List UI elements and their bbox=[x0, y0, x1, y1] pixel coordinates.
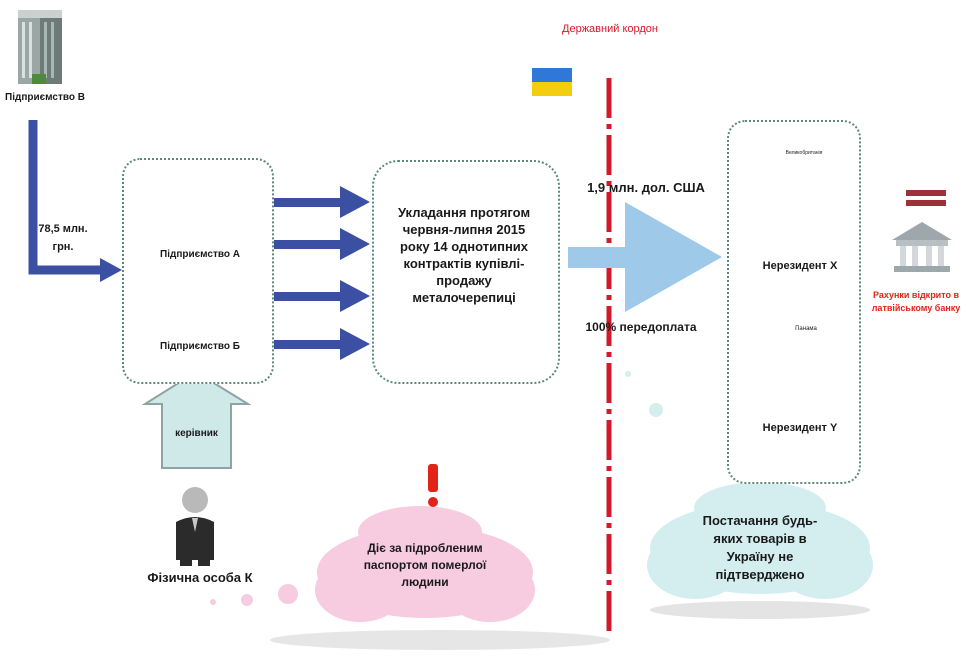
building-icon-b bbox=[18, 10, 62, 84]
enterprise-a-label: Підприємство А bbox=[160, 249, 240, 260]
contract-arrowhead-2 bbox=[340, 228, 370, 260]
nonresident-x-label: Нерезидент Х bbox=[762, 260, 838, 272]
contract-arrowhead-3 bbox=[340, 280, 370, 312]
nonresident-y-label: Нерезидент Y bbox=[762, 422, 838, 434]
nonresidents-box bbox=[727, 120, 861, 484]
manager-arrow bbox=[141, 370, 252, 469]
contract-arrow-4 bbox=[272, 340, 342, 349]
ground-shadow-right bbox=[650, 601, 870, 619]
blue-cloud bbox=[625, 371, 873, 599]
latvia-flag-icon bbox=[906, 190, 946, 206]
bank-label: Рахунки відкрито в латвійському банку bbox=[871, 290, 961, 313]
contract-arrowhead-1 bbox=[340, 186, 370, 218]
contract-arrow-1 bbox=[272, 198, 342, 207]
contract-arrow-2 bbox=[272, 240, 342, 249]
amount-label: 78,5 млн. грн. bbox=[38, 223, 88, 253]
contract-arrowhead-4 bbox=[340, 328, 370, 360]
enterprise-b2-label: Підприємство Б bbox=[160, 341, 240, 352]
border-label: Державний кордон bbox=[562, 23, 658, 35]
manager-label: керівник bbox=[175, 428, 218, 439]
person-label: Фізична особа К bbox=[147, 570, 253, 585]
blue-cloud-text: Постачання будь-яких товарів в Україну н… bbox=[702, 513, 818, 582]
enterprise-b-label: Підприємство В bbox=[5, 92, 85, 103]
payment-terms: 100% передоплата bbox=[585, 320, 697, 334]
exclamation-icon bbox=[428, 464, 438, 507]
contracts-box bbox=[372, 160, 560, 384]
pink-cloud bbox=[210, 506, 535, 622]
contracts-text: Укладання протягом червня-липня 2015 рок… bbox=[397, 205, 531, 305]
pink-cloud-text: Діє за підробленим паспортом померлої лю… bbox=[363, 541, 487, 589]
businessman-icon bbox=[176, 487, 214, 566]
nonresident-x-country: Великобританія bbox=[785, 150, 823, 156]
nonresident-y-country: Панама bbox=[795, 326, 817, 332]
bank-icon bbox=[892, 222, 952, 272]
enterprises-box bbox=[122, 158, 274, 384]
contract-arrow-3 bbox=[272, 292, 342, 301]
ground-shadow bbox=[270, 630, 610, 650]
flow-arrowhead-b bbox=[100, 258, 122, 282]
payment-arrow bbox=[568, 202, 722, 312]
flow-line-b bbox=[28, 120, 100, 275]
ukraine-flag-icon bbox=[532, 68, 572, 96]
contract-arrows bbox=[272, 186, 370, 360]
payment-amount: 1,9 млн. дол. США bbox=[587, 180, 705, 195]
